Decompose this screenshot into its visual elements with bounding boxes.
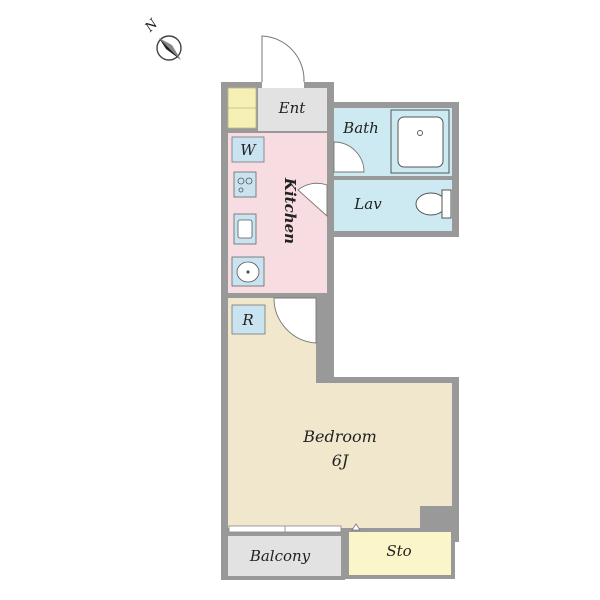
washer-space — [231, 136, 265, 163]
toilet-icon — [415, 189, 452, 219]
north-arrow-icon: N — [142, 16, 182, 61]
storage-label: Sto — [386, 542, 411, 560]
stove-icon — [233, 171, 257, 198]
entrance-label: Ent — [278, 99, 307, 117]
kitchen-sink-icon — [233, 213, 257, 245]
balcony-sliding-door — [228, 525, 342, 533]
kitchen-bedroom-wall — [228, 293, 274, 298]
bedroom-door-swing — [273, 297, 317, 344]
entrance-floor — [258, 88, 327, 131]
storage-closet — [345, 528, 455, 579]
bedroom-label: Bedroom — [302, 427, 377, 446]
bathtub-icon — [390, 109, 450, 174]
wash-basin-icon — [231, 256, 265, 287]
balcony-floor — [228, 536, 341, 576]
bedroom-floor — [228, 298, 452, 528]
compass-north-label: N — [142, 16, 162, 36]
storage-door-marker — [351, 523, 361, 531]
bath-label: Bath — [342, 119, 379, 137]
bedroom-size-label: 6J — [332, 451, 350, 470]
entrance-doorway — [262, 82, 304, 88]
bath-door-swing — [333, 141, 365, 173]
entrance-door-swing — [261, 35, 305, 83]
lavatory-label: Lav — [353, 195, 382, 213]
washer-label: W — [240, 141, 257, 159]
kitchen-label: Kitchen — [281, 177, 299, 244]
lavatory-door-swing — [297, 182, 328, 218]
balcony-label: Balcony — [249, 547, 311, 565]
refrigerator-space — [231, 304, 266, 335]
refrigerator-label: R — [241, 311, 253, 329]
